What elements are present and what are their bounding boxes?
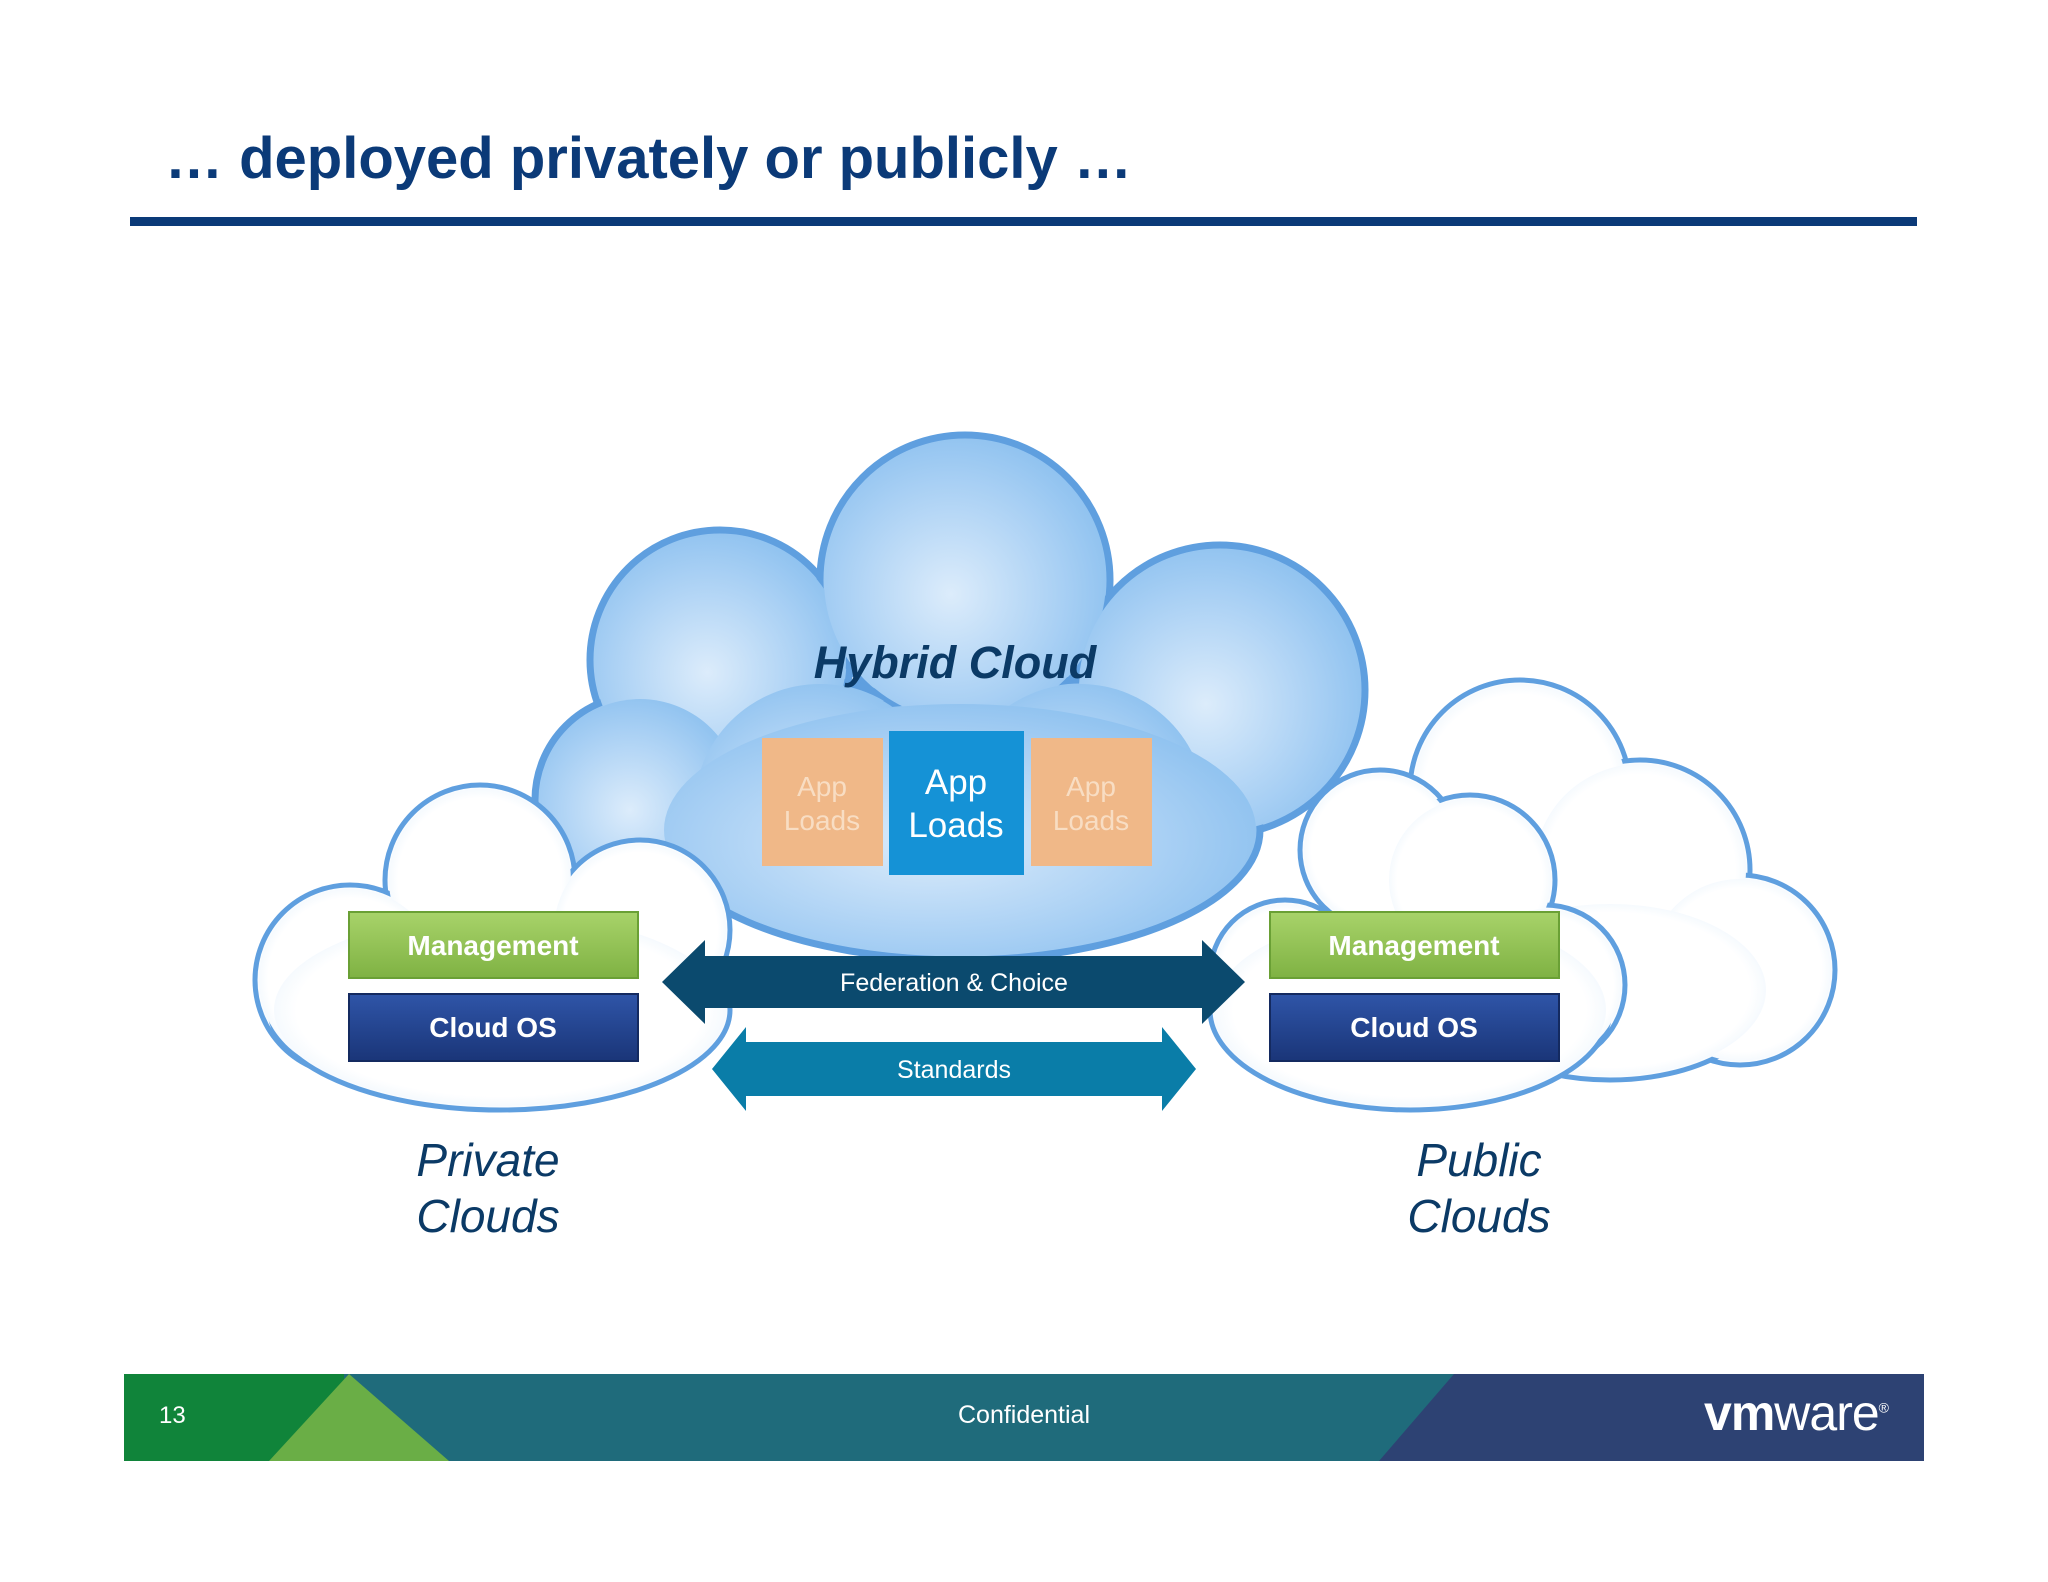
standards-arrow: Standards [712,1027,1196,1111]
federation-arrow: Federation & Choice [662,940,1245,1024]
title-divider [130,217,1917,226]
private-clouds-caption-line2: Clouds [416,1190,559,1242]
vmware-logo: vmware® [1704,1384,1889,1442]
logo-registered-mark: ® [1878,1399,1889,1416]
standards-label: Standards [897,1056,1011,1084]
app-loads-left: App Loads [762,738,883,866]
page-number: 13 [159,1402,186,1429]
logo-vm: vm [1704,1385,1775,1441]
hybrid-cloud-label: Hybrid Cloud [814,637,1098,688]
public-cloud-os-label: Cloud OS [1350,1012,1478,1043]
public-clouds-caption-line2: Clouds [1407,1190,1550,1242]
private-clouds-caption-line1: Private [416,1134,559,1186]
confidential-label: Confidential [957,1401,1091,1429]
app-loads-center: App Loads [889,731,1024,875]
app-loads-right-line2: Loads [1053,805,1129,836]
app-loads-right: App Loads [1031,738,1152,866]
app-loads-left-line1: App [797,771,847,802]
private-cloud-os-box: Cloud OS [348,993,639,1062]
public-management-box: Management [1269,911,1560,979]
public-management-label: Management [1328,930,1499,961]
app-loads-left-line2: Loads [784,805,860,836]
app-loads-center-line2: Loads [908,806,1003,845]
private-management-label: Management [407,930,578,961]
private-management-box: Management [348,911,639,979]
app-loads-right-line1: App [1066,771,1116,802]
logo-ware: ware [1774,1385,1879,1441]
footer-bar: 13 Confidential vmware® [124,1374,1924,1461]
app-loads-center-line1: App [925,763,987,802]
public-cloud-os-box: Cloud OS [1269,993,1560,1062]
footer-background [124,1374,1924,1461]
private-cloud-os-label: Cloud OS [429,1012,557,1043]
public-clouds-caption-line1: Public [1416,1134,1541,1186]
slide-title: … deployed privately or publicly … [165,126,1132,191]
federation-label: Federation & Choice [840,969,1068,997]
